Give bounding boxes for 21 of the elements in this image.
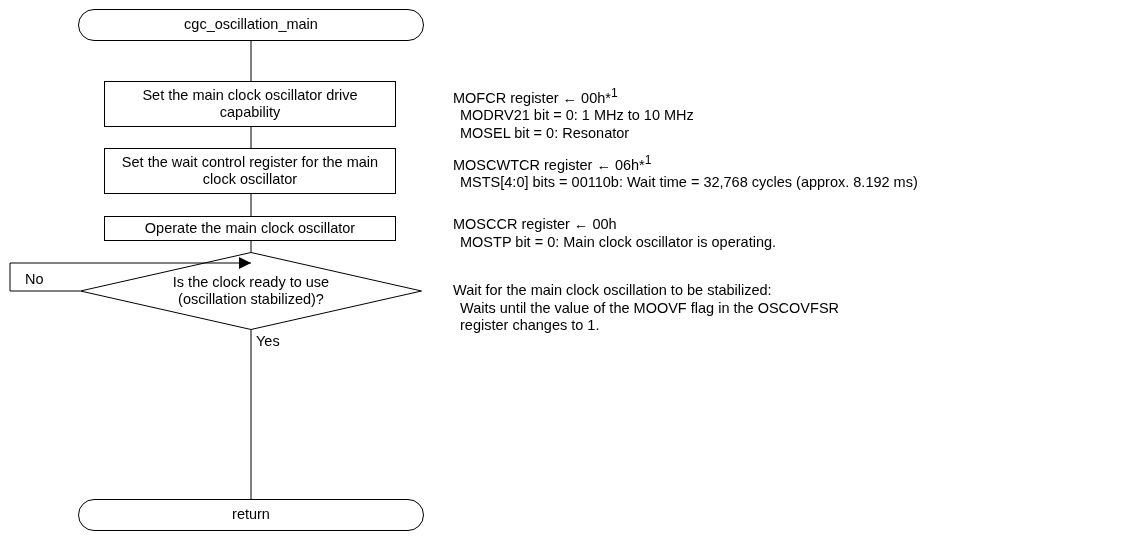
annotation-text: MODRV21 bit = 0: 1 MHz to 10 MHz <box>459 107 695 125</box>
annotation-text: Wait for the main clock oscillation to be stabilized: <box>453 282 773 300</box>
annotation-text: Waits until the value of the MOOVF flag in the OSCOVFSR register changes to 1. <box>459 299 841 335</box>
annotation-text: MOSEL bit = 0: Resonator <box>459 124 631 143</box>
connector-line <box>250 40 252 82</box>
terminator-shape: return <box>78 499 424 531</box>
connector-line <box>250 126 252 149</box>
connector-line <box>250 240 252 253</box>
process-box: Set the wait control register for the main clock oscillator <box>104 148 396 194</box>
connector-line <box>250 329 252 500</box>
arrow <box>9 257 252 292</box>
process-box: Operate the main clock oscillator <box>104 216 396 241</box>
connector-line <box>250 193 252 217</box>
annotation-text: MOSTP bit = 0: Main clock oscillator is operating. <box>459 233 778 251</box>
annotation-text: MSTS[4:0] bits = 00110b: Wait time = 32,768 cycles (approx. 8.192 ms) <box>459 174 919 192</box>
annotation-text: MOSCCR register ← 00h <box>453 216 618 234</box>
decision-diamond: Is the clock ready to use (oscillation stabilized)? <box>80 252 422 330</box>
process-box: Set the main clock oscillator drive capability <box>104 81 396 127</box>
annotation-text: MOSCWTCR register ← 06h*$^{1}$ <box>453 152 653 175</box>
annotation-text: MOFCR register ← 00h*$^{1}$ <box>453 85 619 108</box>
terminator-shape: cgc_oscillation_main <box>78 9 424 41</box>
